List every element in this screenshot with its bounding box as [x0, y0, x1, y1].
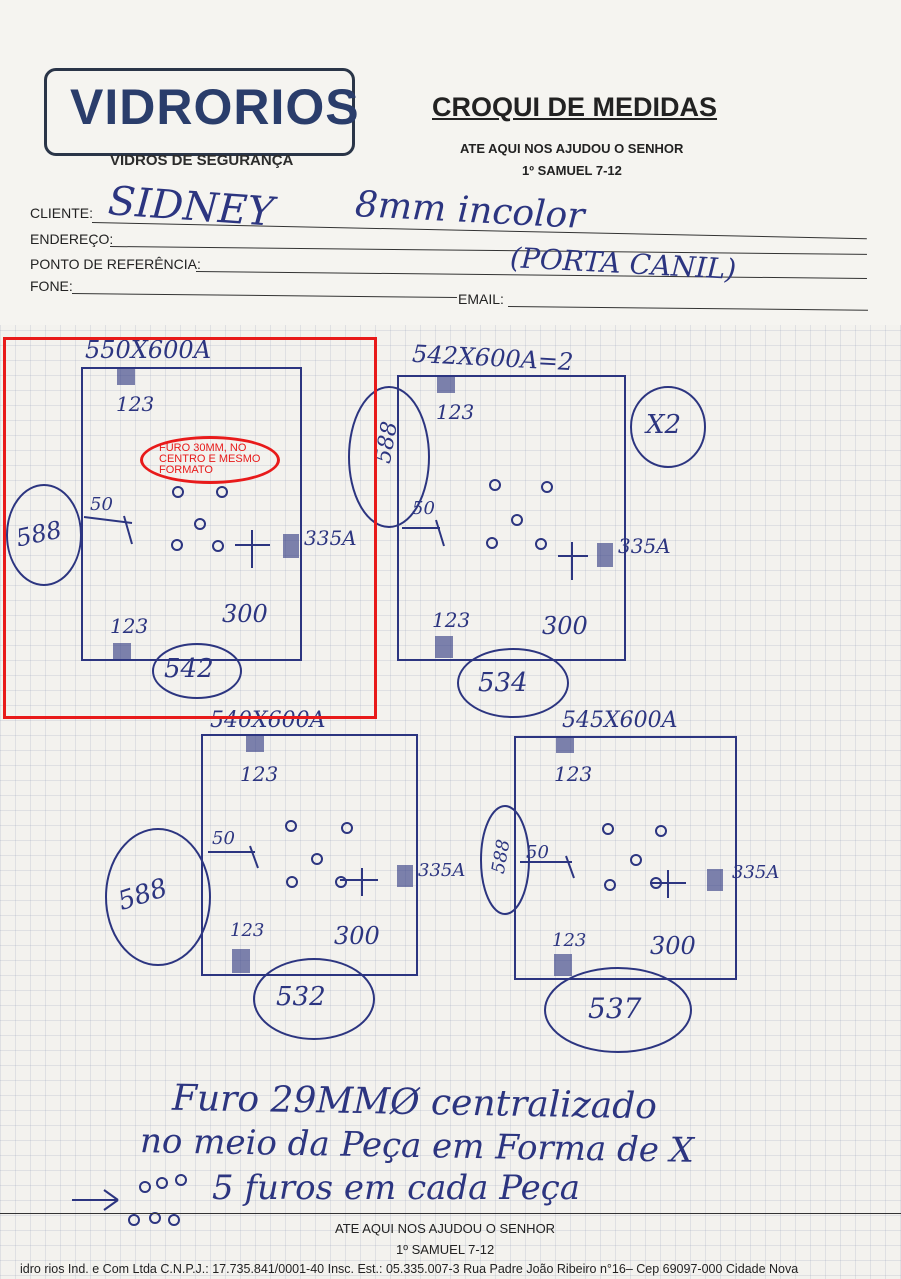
header-verse: ATE AQUI NOS AJUDOU O SENHOR [460, 141, 684, 156]
sketch-3-dimension: 540X600A [210, 708, 326, 733]
sketch-3-width: 532 [276, 982, 326, 1012]
glass-panel-4 [514, 736, 737, 980]
sketch-2-corner-bottom: 123 [432, 608, 471, 632]
sketch-4-offset-right: 300 [650, 932, 696, 960]
logo-frame [44, 68, 355, 156]
glass-panel-3 [201, 734, 418, 976]
note-line-1: Furo 29MMØ centralizado [171, 1077, 658, 1128]
sketch-4-hinge: 335A [732, 862, 780, 883]
sketch-4-dimension: 545X600A [562, 708, 678, 733]
sketch-4-corner-bottom: 123 [552, 930, 587, 951]
sketch-2-offset-right: 300 [542, 612, 588, 640]
height-circle-1 [6, 484, 82, 586]
sketch-2-quantity: X2 [646, 410, 682, 440]
sketch-1-width: 542 [164, 654, 214, 684]
sketch-3-hinge: 335A [418, 860, 466, 881]
fone-label: FONE: [30, 278, 73, 294]
sketch-4-corner-top: 123 [554, 762, 593, 786]
sketch-1-corner-top: 123 [116, 392, 155, 416]
sketch-1-offset-left: 50 [90, 494, 113, 515]
company-logo: VIDRORIOS [70, 79, 360, 135]
sketch-3-corner-top: 123 [240, 762, 279, 786]
sketch-3-corner-bottom: 123 [230, 920, 265, 941]
footer-company-info: idro rios Ind. e Com Ltda C.N.P.J.: 17.7… [20, 1262, 799, 1276]
footer-verse-ref: 1º SAMUEL 7-12 [396, 1242, 495, 1257]
form-title: CROQUI DE MEDIDAS [432, 92, 718, 122]
sketch-4-offset-left: 50 [526, 842, 549, 863]
footer-verse: ATE AQUI NOS AJUDOU O SENHOR [335, 1221, 556, 1236]
sketch-2-hinge: 335A [618, 534, 671, 558]
glass-panel-1 [81, 367, 302, 661]
sketch-3-offset-right: 300 [334, 922, 380, 950]
sketch-2-corner-top: 123 [436, 400, 475, 424]
footer-divider [0, 1213, 901, 1214]
annotation-highlight-box [3, 337, 377, 719]
header-verse-ref: 1º SAMUEL 7-12 [522, 163, 622, 178]
sketch-1-hinge: 335A [304, 526, 357, 550]
note-line-3: 5 furos em cada Peça [212, 1168, 581, 1208]
email-label: EMAIL: [458, 291, 504, 307]
cliente-label: CLIENTE: [30, 205, 94, 221]
sketch-4-width: 537 [588, 992, 642, 1025]
endereco-label: ENDEREÇO: [30, 231, 114, 247]
logo-tagline: VIDROS DE SEGURANÇA [110, 152, 294, 169]
header-area [0, 0, 901, 325]
sketch-2-offset-left: 50 [412, 498, 435, 519]
sketch-1-corner-bottom: 123 [110, 614, 149, 638]
sketch-1-dimension: 550X600A [85, 336, 212, 364]
sketch-1-offset-right: 300 [222, 600, 268, 628]
sketch-2-width: 534 [478, 668, 528, 698]
annotation-note: FURO 30MM, NO CENTRO E MESMO FORMATO [140, 436, 280, 484]
glass-panel-2 [397, 375, 626, 661]
ponto-label: PONTO DE REFERÊNCIA: [30, 256, 201, 272]
sketch-3-offset-left: 50 [212, 828, 235, 849]
